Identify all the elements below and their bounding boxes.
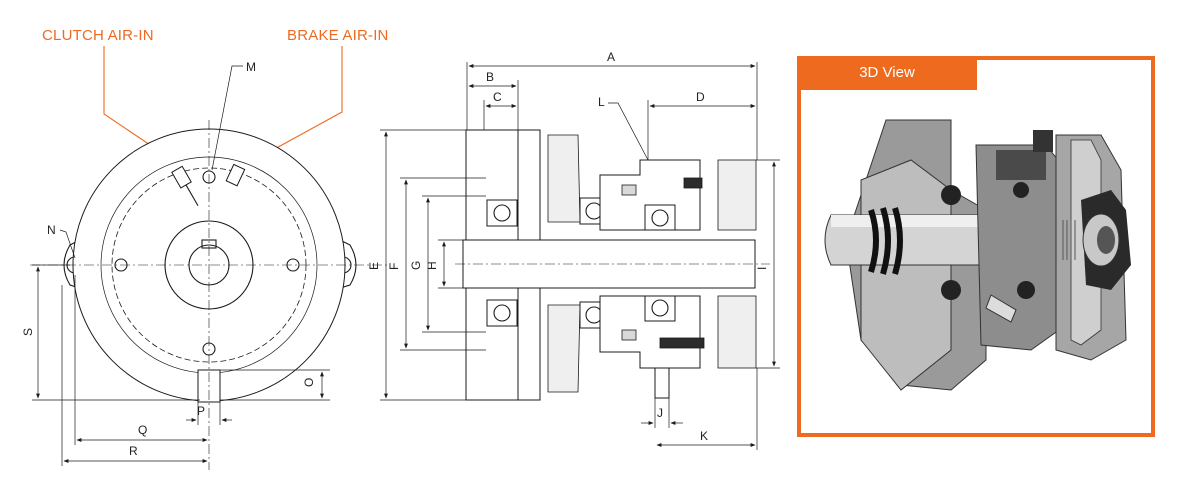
label-n: N bbox=[47, 223, 56, 237]
label-k: K bbox=[700, 429, 708, 443]
label-h: H bbox=[425, 261, 439, 270]
view-3d-title: 3D View bbox=[797, 56, 977, 90]
label-j: J bbox=[657, 406, 663, 420]
label-o: O bbox=[302, 378, 316, 387]
brake-fitting-top bbox=[683, 177, 703, 189]
front-view: CLUTCH AIR-IN BRAKE AIR-IN M bbox=[21, 27, 390, 470]
label-i: I bbox=[755, 267, 769, 270]
label-d: D bbox=[696, 90, 705, 104]
label-q: Q bbox=[138, 423, 147, 437]
brake-plate-bottom bbox=[717, 295, 757, 369]
label-f: F bbox=[387, 263, 401, 270]
label-c: C bbox=[493, 90, 502, 104]
clutch-air-fitting bbox=[171, 165, 199, 206]
brake-plate-top bbox=[717, 159, 757, 231]
leader-l bbox=[608, 102, 649, 161]
clutch-disc-top bbox=[547, 134, 581, 223]
clutch-air-in-label: CLUTCH AIR-IN bbox=[42, 27, 154, 44]
label-g: G bbox=[409, 261, 423, 270]
label-s: S bbox=[21, 328, 35, 336]
side-section-view: A B C D L bbox=[367, 50, 780, 450]
label-b: B bbox=[486, 70, 494, 84]
brake-air-in-label: BRAKE AIR-IN bbox=[287, 27, 389, 44]
clutch-disc-bottom bbox=[547, 304, 581, 393]
label-l: L bbox=[598, 95, 605, 109]
label-e: E bbox=[367, 262, 381, 270]
label-p: P bbox=[197, 404, 205, 418]
clutch-brake-3d-cutaway bbox=[824, 119, 1131, 391]
brake-air-fitting bbox=[225, 163, 246, 187]
leader-m bbox=[211, 65, 243, 171]
label-a: A bbox=[607, 50, 615, 64]
label-r: R bbox=[129, 444, 138, 458]
brake-fitting-bottom bbox=[659, 337, 705, 349]
leader-n bbox=[59, 229, 76, 259]
bearing-top-left bbox=[486, 199, 518, 227]
bearing-bottom-right bbox=[644, 295, 676, 322]
label-m: M bbox=[246, 60, 256, 74]
side-bottom-tab bbox=[654, 367, 670, 399]
view-3d-render bbox=[824, 119, 1131, 391]
bearing-bottom-left bbox=[486, 299, 518, 327]
